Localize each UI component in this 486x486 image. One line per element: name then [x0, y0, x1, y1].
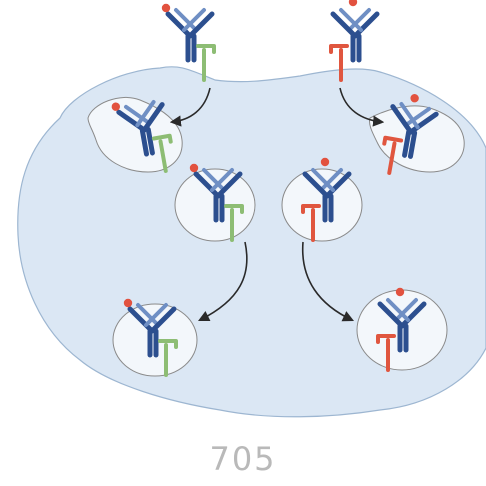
vesicle-red-upper — [281, 168, 363, 242]
arrow-red-2 — [301, 241, 355, 322]
arrow-green-2 — [197, 241, 248, 322]
arrow-green-1 — [169, 87, 211, 127]
page-number: 705 — [209, 440, 277, 478]
arrow-red-1 — [339, 87, 385, 127]
left-invagination — [87, 96, 183, 173]
complex-red-outside — [331, 0, 377, 80]
